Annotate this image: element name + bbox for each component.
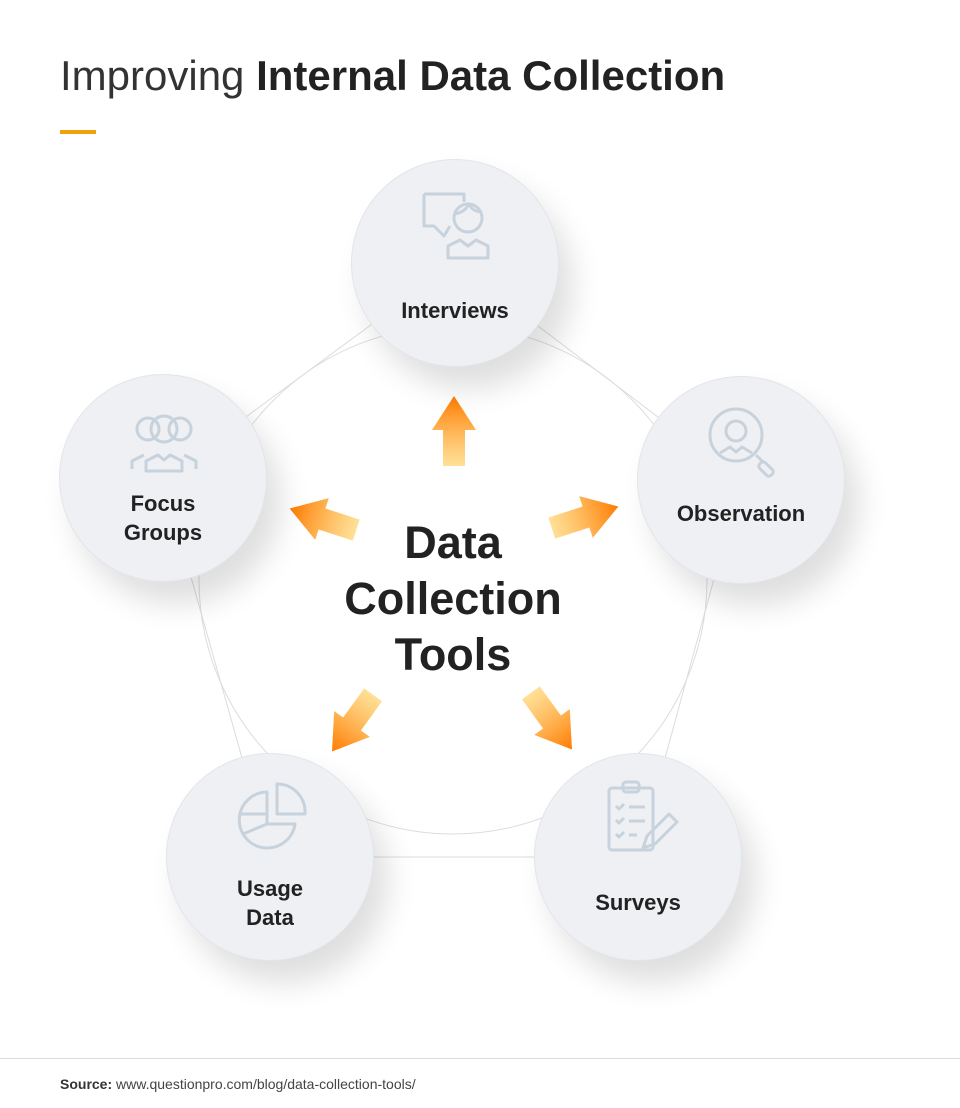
- node-observation: Observation: [637, 376, 845, 584]
- arrow-right: [548, 496, 619, 539]
- label-line: Focus: [130, 491, 196, 516]
- arrow-left: [289, 498, 360, 541]
- arrow-up: [432, 396, 476, 466]
- node-interviews: Interviews: [351, 159, 559, 367]
- clipboard-icon: [607, 780, 679, 852]
- source-citation: Source: www.questionpro.com/blog/data-co…: [60, 1076, 416, 1092]
- observation-icon: [708, 407, 775, 478]
- title-light: Improving: [60, 52, 257, 99]
- title-accent-bar: [60, 130, 96, 134]
- center-line-2: Collection: [344, 573, 562, 624]
- arrow-down-right: [521, 686, 572, 750]
- interview-icon: [422, 192, 490, 260]
- node-label: Interviews: [401, 298, 509, 323]
- label-line: Usage: [236, 876, 304, 901]
- node-label: Surveys: [595, 890, 681, 915]
- center-line-3: Tools: [394, 629, 512, 680]
- footer-divider: [0, 1058, 960, 1059]
- label-line: Groups: [123, 520, 203, 545]
- source-label: Source:: [60, 1076, 113, 1092]
- arrow-down-left: [332, 688, 383, 752]
- source-url: www.questionpro.com/blog/data-collection…: [116, 1076, 416, 1092]
- node-surveys: Surveys: [534, 753, 742, 961]
- title-bold: Internal Data Collection: [256, 52, 726, 99]
- center-line-1: Data: [404, 517, 502, 568]
- center-title: Data Collection Tools: [303, 515, 603, 683]
- label-line: Data: [246, 905, 294, 930]
- node-label: Observation: [676, 501, 806, 526]
- focus-group-icon: [130, 414, 198, 473]
- page-title: Improving Internal Data Collection: [60, 52, 725, 100]
- pie-chart-icon: [237, 782, 307, 850]
